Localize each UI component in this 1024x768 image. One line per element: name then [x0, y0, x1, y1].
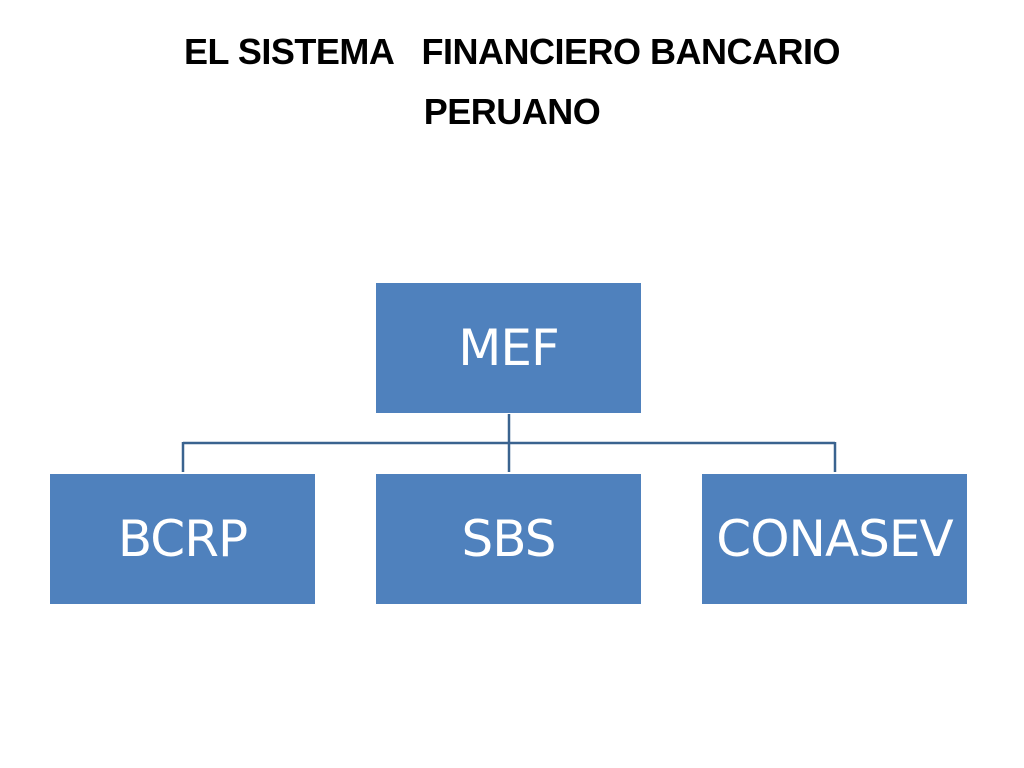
org-node-bcrp-label: BCRP [117, 510, 248, 568]
org-node-sbs: SBS [375, 473, 642, 605]
org-node-sbs-label: SBS [461, 510, 557, 568]
slide-title: EL SISTEMA FINANCIERO BANCARIO PERUANO [60, 22, 964, 142]
org-node-bcrp: BCRP [49, 473, 316, 605]
org-node-conasev: CONASEV [701, 473, 968, 605]
org-node-conasev-label: CONASEV [716, 510, 953, 568]
slide-title-line-1: EL SISTEMA FINANCIERO BANCARIO [183, 31, 841, 72]
org-node-mef: MEF [375, 282, 642, 414]
slide-title-line-2: PERUANO [423, 91, 601, 132]
org-node-mef-label: MEF [458, 319, 559, 377]
